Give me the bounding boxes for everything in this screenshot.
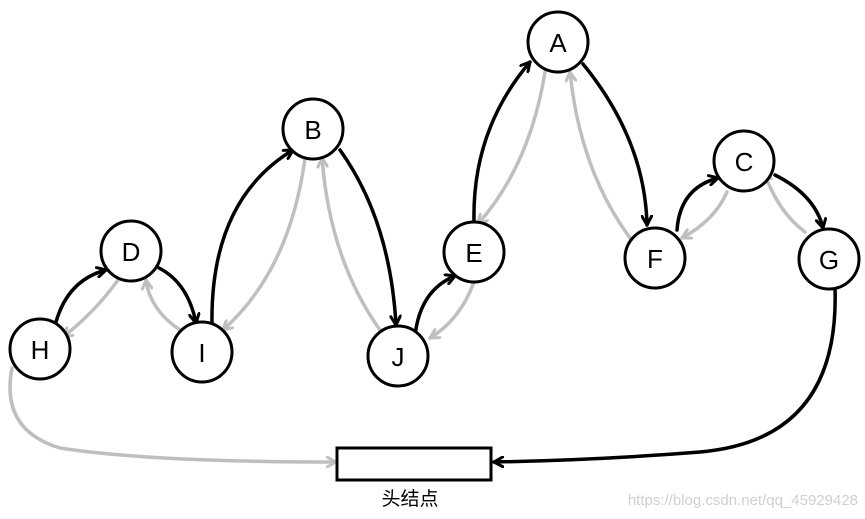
edge-b-to-j bbox=[338, 148, 396, 327]
node-e-label: E bbox=[465, 238, 482, 268]
watermark-text: https://blog.csdn.net/qq_45929428 bbox=[628, 492, 858, 509]
edge-i-to-d bbox=[146, 278, 182, 332]
forward-edges bbox=[54, 60, 837, 462]
node-j-label: J bbox=[392, 342, 405, 372]
node-d: D bbox=[99, 219, 163, 283]
node-c-label: C bbox=[735, 147, 754, 177]
head-node-label: 头结点 bbox=[381, 488, 438, 510]
node-j: J bbox=[366, 324, 430, 388]
node-h: H bbox=[8, 317, 72, 381]
node-e: E bbox=[442, 220, 506, 284]
node-i: I bbox=[170, 320, 234, 384]
node-g-label: G bbox=[819, 245, 839, 275]
edge-i-to-b bbox=[210, 148, 295, 327]
edge-c-to-g bbox=[773, 173, 823, 230]
edge-j-to-b bbox=[322, 156, 382, 332]
edge-a-to-f bbox=[581, 62, 647, 227]
edge-h-to-d bbox=[54, 270, 108, 324]
backward-edges bbox=[8, 70, 807, 462]
node-f-label: F bbox=[647, 244, 663, 274]
node-f: F bbox=[623, 226, 687, 290]
edge-f-to-c bbox=[675, 178, 720, 232]
node-a: A bbox=[526, 10, 590, 74]
edge-d-to-h bbox=[61, 278, 120, 339]
node-c: C bbox=[712, 129, 776, 193]
node-g: G bbox=[797, 227, 861, 291]
edge-e-to-j bbox=[428, 280, 476, 340]
edge-g-to-head bbox=[492, 286, 837, 462]
edge-c-to-f bbox=[680, 190, 729, 240]
edge-a-to-e bbox=[476, 70, 547, 226]
node-h-label: H bbox=[31, 335, 50, 365]
node-b-label: B bbox=[304, 115, 321, 145]
edge-b-to-i bbox=[221, 156, 307, 332]
node-a-label: A bbox=[549, 28, 567, 58]
node-i-label: I bbox=[198, 338, 205, 368]
edge-h-to-head bbox=[8, 366, 338, 462]
node-d-label: D bbox=[122, 237, 141, 267]
edge-f-to-a bbox=[570, 70, 632, 240]
node-b: B bbox=[281, 97, 345, 161]
edge-e-to-a bbox=[472, 60, 532, 224]
edge-j-to-e bbox=[413, 276, 457, 338]
head-node-box bbox=[335, 446, 493, 482]
edge-d-to-i bbox=[157, 266, 196, 325]
